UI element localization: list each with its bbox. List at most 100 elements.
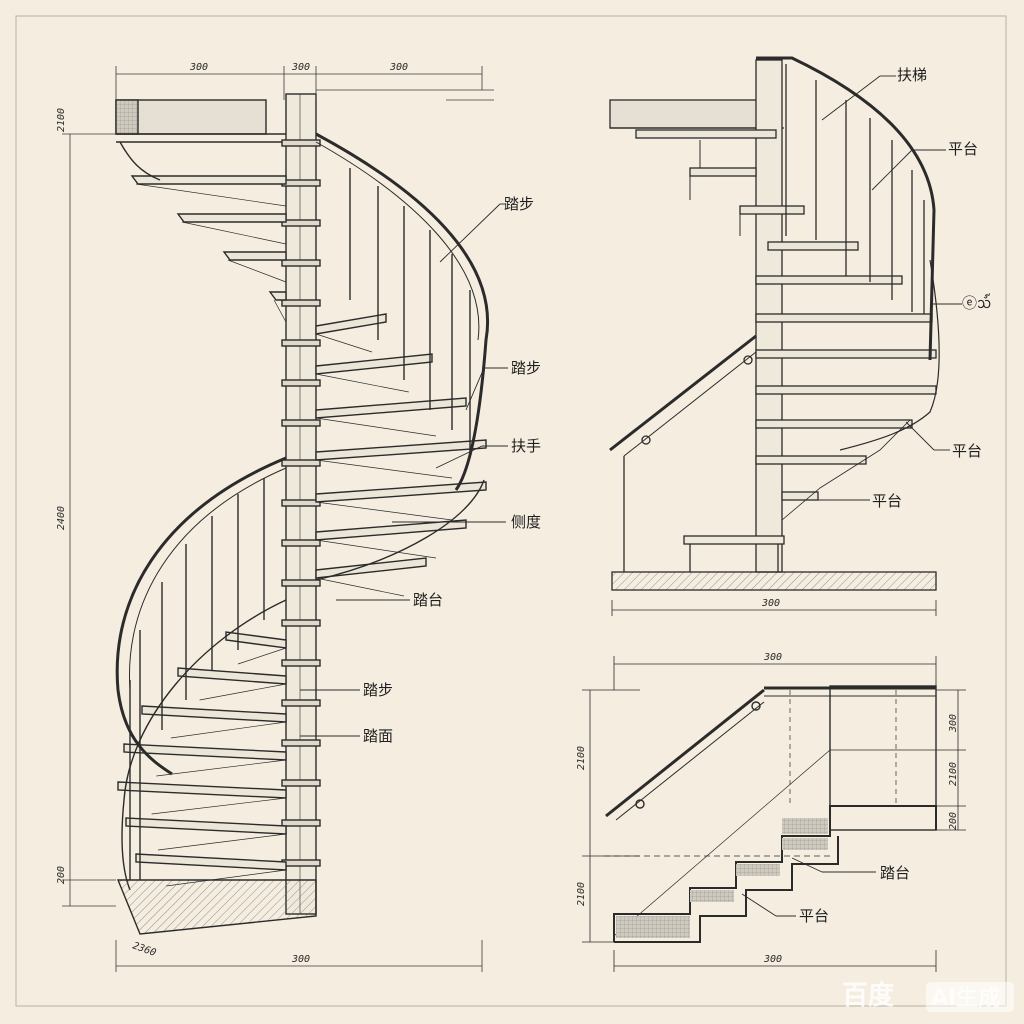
label-side: 侧度 <box>511 513 541 531</box>
dim-spiral-left-top: 2100 <box>56 108 67 132</box>
spiral-tread <box>268 291 287 301</box>
spiral-tread-edge <box>119 141 161 181</box>
label-platform: 踏台 <box>413 591 443 609</box>
label-straight-platform-2: 平台 <box>799 907 829 925</box>
spiral-tread <box>123 743 287 761</box>
dim-straight-right-1: 300 <box>948 714 959 733</box>
column-band <box>281 179 321 187</box>
column-band <box>281 779 321 787</box>
elevation-tread <box>755 385 937 395</box>
label-elev-platform-2: 平台 <box>952 442 982 460</box>
spiral-base <box>116 879 317 935</box>
elevation-tread <box>755 275 903 285</box>
elevation-post <box>689 140 741 236</box>
dim-spiral-top-2: 300 <box>291 62 310 73</box>
spiral-tread-underside <box>315 501 453 521</box>
elevation-balusters <box>785 64 925 314</box>
dim-straight-top: 300 <box>763 652 782 663</box>
spiral-tread-underside <box>170 721 287 739</box>
spiral-tread-underside <box>315 459 453 479</box>
spiral-tread-underside <box>135 183 287 207</box>
label-straight-platform-1: 踏台 <box>880 864 910 882</box>
elevation-handrail <box>756 56 936 361</box>
spiral-tread-underside <box>151 797 287 815</box>
spiral-tread <box>222 251 287 261</box>
column-band <box>281 819 321 827</box>
spiral-tread-underside <box>227 259 287 283</box>
spiral-tread <box>225 631 287 649</box>
spiral-tread <box>177 667 287 685</box>
column-band <box>281 499 321 507</box>
spiral-tread <box>315 397 467 419</box>
spiral-dimension-lines <box>62 66 494 972</box>
column-band <box>281 619 321 627</box>
column-band <box>281 259 321 267</box>
elevation-tread <box>689 167 757 177</box>
column-band <box>281 459 321 467</box>
spiral-treads <box>117 141 487 891</box>
spiral-tread-underside <box>315 373 409 393</box>
sheet-border <box>15 15 1007 1007</box>
spiral-leaders <box>300 203 508 737</box>
elevation-stringer <box>781 419 911 521</box>
column-band <box>281 139 321 147</box>
label-tread-1: 踏步 <box>504 195 534 213</box>
dim-straight-right-2: 2100 <box>948 762 959 786</box>
dim-elevation-bottom: 300 <box>761 598 780 609</box>
column-band <box>281 859 321 867</box>
elevation-tread <box>635 129 777 139</box>
spiral-tread-underside <box>273 299 287 323</box>
column-band <box>281 339 321 347</box>
elevation-tread <box>755 313 933 323</box>
label-tread-3: 踏步 <box>363 681 393 699</box>
elevation-tread <box>755 455 867 465</box>
label-tread-face: 踏面 <box>363 727 393 745</box>
spiral-tread-underside <box>181 221 287 245</box>
spiral-tread <box>315 519 467 541</box>
column-band <box>281 299 321 307</box>
column-band <box>281 539 321 547</box>
spiral-tread-underside <box>315 577 405 597</box>
label-tread-2: 踏步 <box>511 359 541 377</box>
spiral-tread <box>315 313 387 335</box>
spiral-tread <box>315 439 487 461</box>
spiral-tread-underside <box>156 759 287 777</box>
spiral-stringer <box>315 479 485 581</box>
column-band <box>281 739 321 747</box>
spiral-tread <box>141 705 287 723</box>
elevation-floor <box>611 571 937 591</box>
spiral-tread <box>130 175 287 185</box>
spiral-tread-underside <box>315 333 373 353</box>
spiral-tread <box>176 213 287 223</box>
spiral-tread-underside <box>199 683 287 701</box>
spiral-tread <box>315 557 427 579</box>
elevation-tread <box>767 241 859 251</box>
watermark-brand: 百度 <box>842 980 894 1011</box>
dim-spiral-height: 2400 <box>56 506 67 530</box>
column-band <box>281 699 321 707</box>
spiral-tread-underside <box>237 647 287 665</box>
column-band <box>281 419 321 427</box>
balusters <box>129 168 471 880</box>
elevation-tread <box>739 205 805 215</box>
spiral-tread <box>117 781 287 799</box>
dim-spiral-top-1: 300 <box>189 62 208 73</box>
watermark: 百度 AI生成 <box>842 980 1014 1012</box>
spiral-tread-underside <box>157 833 287 851</box>
straight-stair-view <box>582 656 966 972</box>
dim-spiral-corner: 2360 <box>131 940 157 959</box>
column-band <box>281 379 321 387</box>
lower-handrail <box>115 456 287 776</box>
dim-straight-left-2: 2100 <box>576 882 587 906</box>
spiral-tread <box>135 853 287 871</box>
column-band <box>281 659 321 667</box>
dim-spiral-top-3: 300 <box>389 62 408 73</box>
label-handrail: 扶手 <box>511 437 541 455</box>
watermark-tag: AI生成 <box>931 986 1000 1011</box>
dim-spiral-bottom: 300 <box>291 954 310 965</box>
spiral-tread-underside <box>315 417 437 437</box>
label-ladder: 扶梯 <box>897 66 927 84</box>
spiral-stair-view <box>115 93 508 935</box>
label-elev-platform-3: 平台 <box>872 492 902 510</box>
